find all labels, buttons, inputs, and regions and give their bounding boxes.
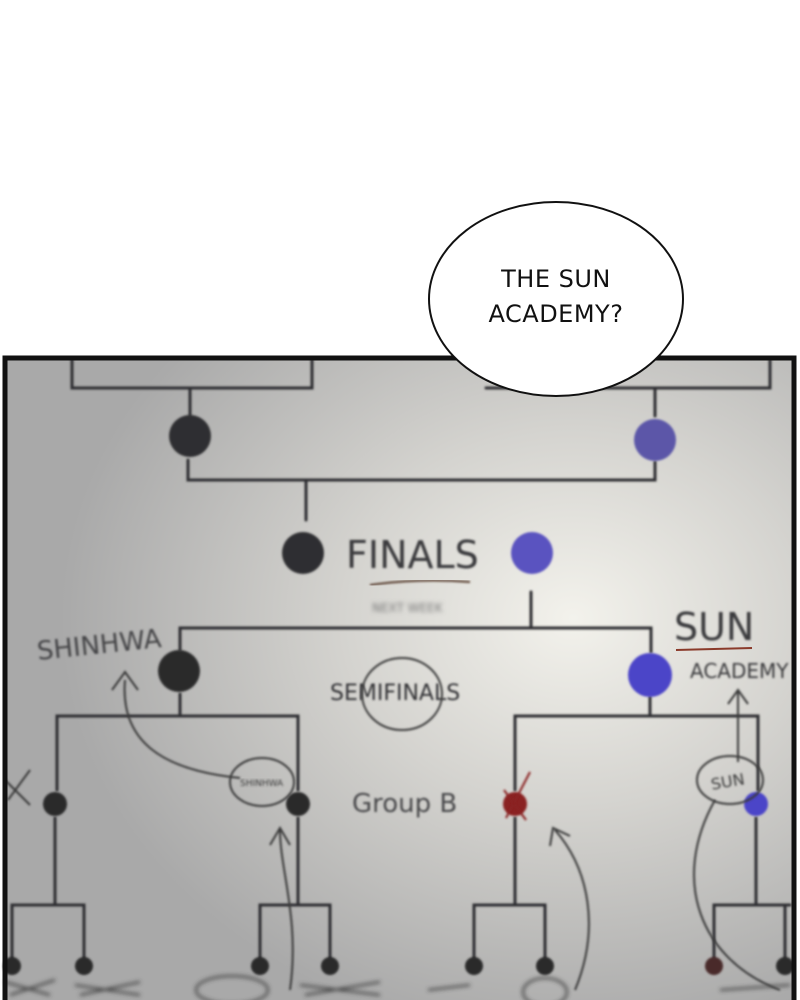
semi-dot-left xyxy=(158,650,200,692)
finals-dot-right xyxy=(511,532,553,574)
red-cross-mark xyxy=(503,771,531,821)
sun-annotation: SUN xyxy=(674,605,754,649)
shinhwa-circle xyxy=(229,757,295,807)
bottom-dot-6 xyxy=(536,957,554,975)
sun-circle xyxy=(696,755,764,805)
panel-frame xyxy=(2,355,797,1000)
shinhwa-arrow xyxy=(111,670,241,779)
academy-arrow xyxy=(727,688,749,762)
shinhwa-circled-text: SHINHWA xyxy=(240,779,284,789)
bottom-dot-7 xyxy=(705,957,723,975)
left-lower-arrow xyxy=(269,826,294,991)
speech-bubble-line-1: THE SUN xyxy=(501,265,611,293)
bottom-dot-2 xyxy=(75,957,93,975)
sun-arrow xyxy=(693,799,781,991)
whiteboard-surface xyxy=(5,358,794,1000)
group-dot-1 xyxy=(43,792,67,816)
speech-bubble-line-2: ACADEMY? xyxy=(488,300,624,328)
bracket-lines xyxy=(10,358,792,962)
bottom-dot-3 xyxy=(251,957,269,975)
group-dot-2 xyxy=(286,792,310,816)
bracket-dot-top-left xyxy=(169,415,211,457)
academy-annotation: ACADEMY xyxy=(690,659,789,683)
bracket-dot-top-right xyxy=(634,419,676,461)
semi-dot-right xyxy=(628,653,672,697)
finals-label: FINALS xyxy=(346,533,479,577)
bottom-scribbles xyxy=(4,975,791,1000)
semifinals-circle xyxy=(361,657,443,731)
bottom-dot-8 xyxy=(776,957,794,975)
sun-underline xyxy=(675,647,753,651)
finals-underline xyxy=(369,579,471,586)
finals-note: NEXT WEEK xyxy=(372,601,444,615)
left-cross-mark xyxy=(4,769,31,806)
group-label: Group B xyxy=(352,789,457,819)
bottom-dot-5 xyxy=(465,957,483,975)
speech-bubble-text: THE SUN ACADEMY? xyxy=(430,262,682,332)
finals-dot-left xyxy=(282,532,324,574)
red-arrow xyxy=(549,826,590,991)
bottom-dot-4 xyxy=(321,957,339,975)
speech-bubble xyxy=(428,201,684,397)
semifinals-annotation: SEMIFINALS xyxy=(330,681,460,706)
